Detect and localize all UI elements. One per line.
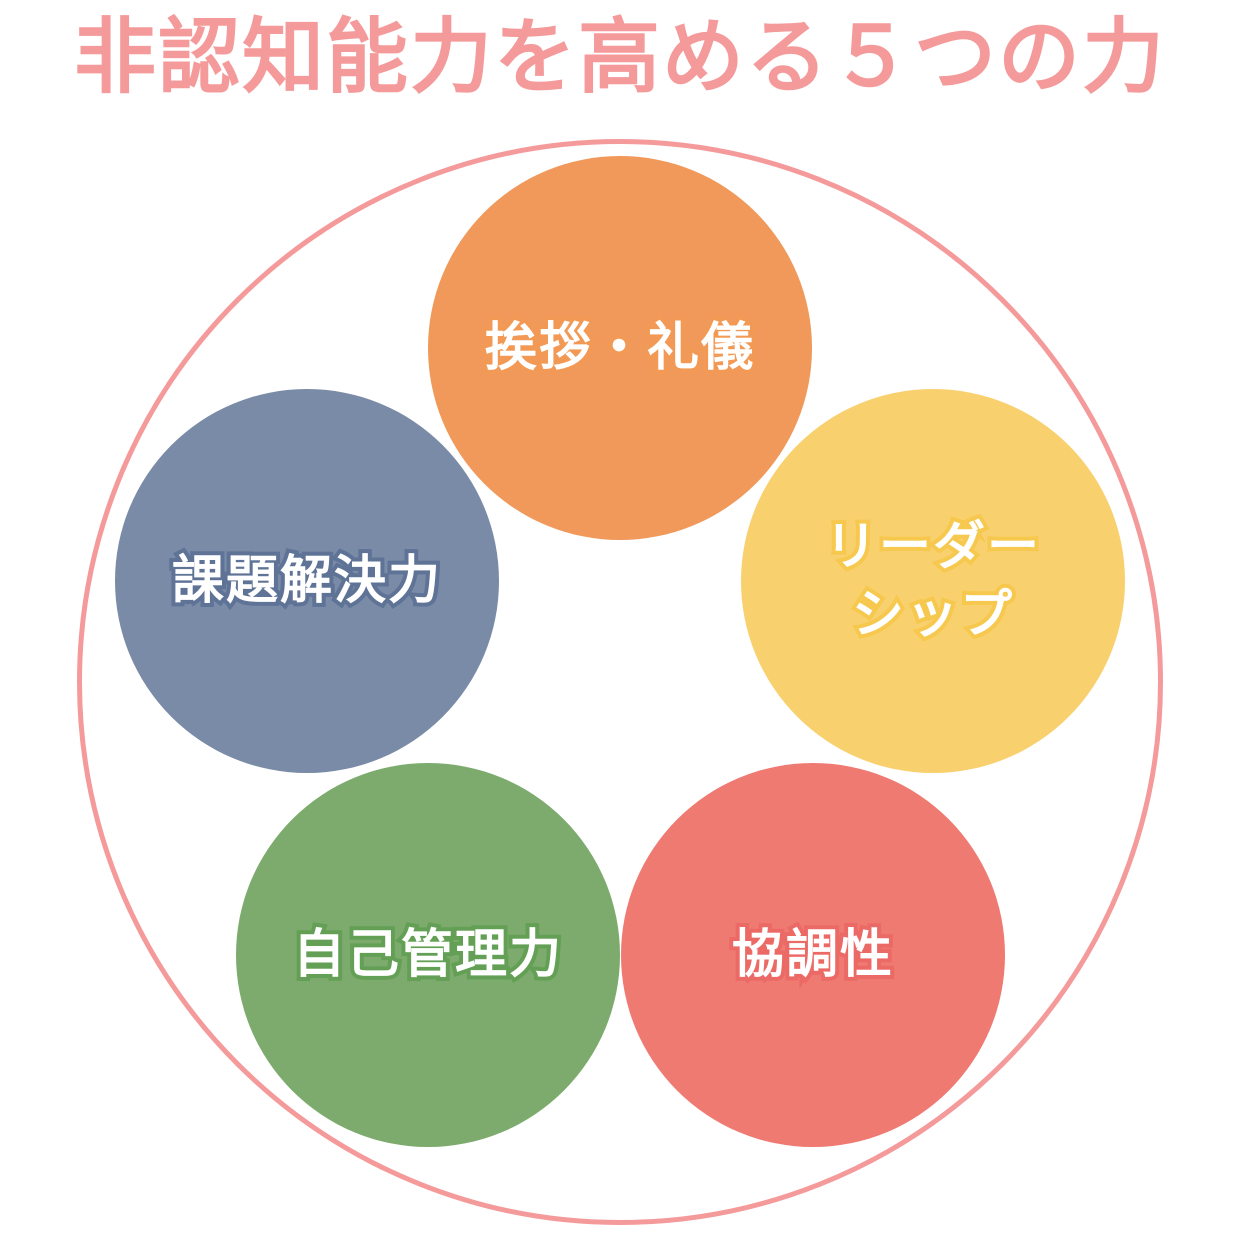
label-line: シップ (848, 581, 1016, 649)
circle-cooperation: 協調性 (621, 763, 1005, 1147)
outer-circle (77, 139, 1163, 1225)
circle-leadership: リーダーシップ (741, 389, 1125, 773)
circle-label: 自己管理力 (289, 921, 565, 989)
diagram-title: 非認知能力を高める５つの力 (73, 10, 1166, 105)
circle-label: 挨拶・礼儀 (481, 314, 757, 382)
circle-self-management: 自己管理力 (236, 763, 620, 1147)
circle-label: 課題解決力 (168, 547, 444, 615)
circle-greeting-manners: 挨拶・礼儀 (428, 156, 812, 540)
circle-label: 協調性 (728, 921, 896, 989)
circle-label: リーダーシップ (821, 513, 1043, 649)
label-line: リーダー (821, 513, 1043, 581)
circle-problem-solving: 課題解決力 (115, 389, 499, 773)
